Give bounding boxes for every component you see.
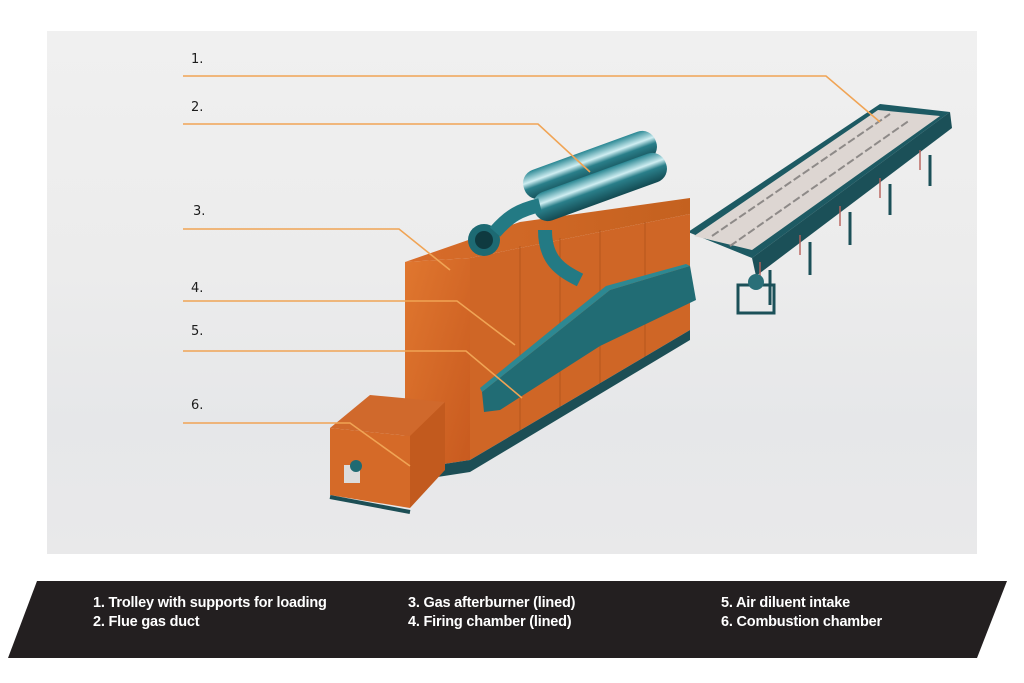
air-diluent-intake [480, 264, 696, 412]
leader-line-2 [183, 123, 591, 173]
legend-item-2: 2. Flue gas duct [93, 614, 200, 630]
callout-number-1: 1. [191, 52, 204, 67]
leader-line-3 [183, 228, 451, 271]
leader-line-4 [183, 300, 516, 346]
combustion-chamber [329, 395, 445, 514]
legend-banner [8, 581, 1007, 658]
trolley [688, 104, 952, 315]
legend-item-3: 3. Gas afterburner (lined) [408, 595, 576, 611]
flue-gas-duct [468, 130, 667, 287]
legend-item-1: 1. Trolley with supports for loading [93, 595, 327, 611]
callout-number-4: 4. [191, 281, 204, 296]
callout-number-3: 3. [193, 204, 206, 219]
legend-item-4: 4. Firing chamber (lined) [408, 614, 572, 630]
callout-number-2: 2. [191, 100, 204, 115]
leader-line-5 [183, 350, 523, 399]
leader-lines [183, 75, 881, 467]
leader-line-6 [183, 422, 411, 467]
callout-number-6: 6. [191, 398, 204, 413]
legend-item-5: 5. Air diluent intake [721, 595, 851, 611]
callout-number-5: 5. [191, 324, 204, 339]
leader-line-1 [183, 75, 881, 123]
legend-item-6: 6. Combustion chamber [721, 614, 882, 630]
